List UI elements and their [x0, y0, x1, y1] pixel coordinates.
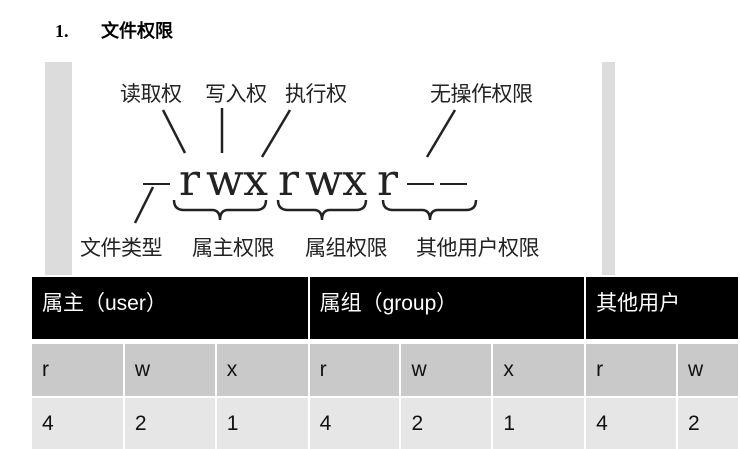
table-cell: 1: [215, 396, 310, 449]
permission-table: 属主（user） 属组（group） 其他用户 r w x r w x r w …: [32, 277, 740, 449]
permission-char-r: r: [376, 155, 399, 206]
table-cell: x: [492, 344, 587, 397]
permission-char-x: x: [243, 155, 268, 206]
execute-pointer-line: [260, 109, 292, 158]
header-divider: [32, 339, 739, 344]
label-group-permission: 属组权限: [305, 236, 388, 260]
table-cell: r: [308, 344, 402, 397]
others-brace: [381, 199, 478, 221]
header-group: 属组（group）: [308, 277, 587, 339]
table-cell: 2: [123, 396, 217, 449]
label-file-type: 文件类型: [80, 236, 163, 260]
permission-char-dash: -: [437, 156, 470, 206]
permission-char-dash: -: [404, 156, 437, 206]
label-others-permission: 其他用户权限: [416, 236, 540, 260]
owner-brace: [172, 199, 268, 221]
header-others: 其他用户: [585, 277, 740, 339]
label-write: 写入权: [205, 82, 267, 106]
diagram-canvas: [72, 62, 602, 275]
table-header-row: 属主（user） 属组（group） 其他用户: [32, 277, 740, 339]
table-row-values: 4 2 1 4 2 1 4 2: [32, 396, 740, 449]
table-cell: 1: [492, 396, 587, 449]
permission-char-dash: -: [140, 156, 173, 206]
diagram-lines: [133, 108, 478, 224]
table-cell: 4: [308, 396, 402, 449]
table-cell: 4: [585, 396, 679, 449]
permission-char-w: w: [305, 155, 343, 206]
table-cell: 2: [677, 396, 740, 449]
table-cell: w: [400, 344, 494, 397]
group-brace: [276, 199, 368, 221]
header-owner: 属主（user）: [32, 277, 310, 339]
table-cell: 2: [400, 396, 494, 449]
table-cell: r: [32, 344, 125, 397]
table-cell: x: [215, 344, 310, 397]
label-read: 读取权: [120, 82, 182, 106]
table-cell: w: [123, 344, 217, 397]
permission-char-r: r: [277, 155, 300, 206]
section-title: 文件权限: [101, 21, 173, 42]
permission-char-x: x: [342, 155, 367, 206]
section-number: 1.: [55, 21, 69, 41]
read-pointer-line: [161, 109, 187, 154]
table-cell: w: [677, 344, 740, 397]
file-type-pointer-line: [133, 186, 155, 224]
permission-char-w: w: [206, 155, 244, 206]
section-heading: 1. 文件权限: [55, 17, 173, 43]
table-cell: 4: [32, 396, 125, 449]
table-row-letters: r w x r w x r w: [32, 344, 740, 397]
table-cell: r: [585, 344, 679, 397]
label-no-permission: 无操作权限: [430, 82, 533, 106]
permission-char-r: r: [178, 155, 201, 206]
label-owner-permission: 属主权限: [192, 236, 275, 260]
label-execute: 执行权: [285, 82, 347, 106]
no-permission-pointer-line: [425, 109, 457, 158]
